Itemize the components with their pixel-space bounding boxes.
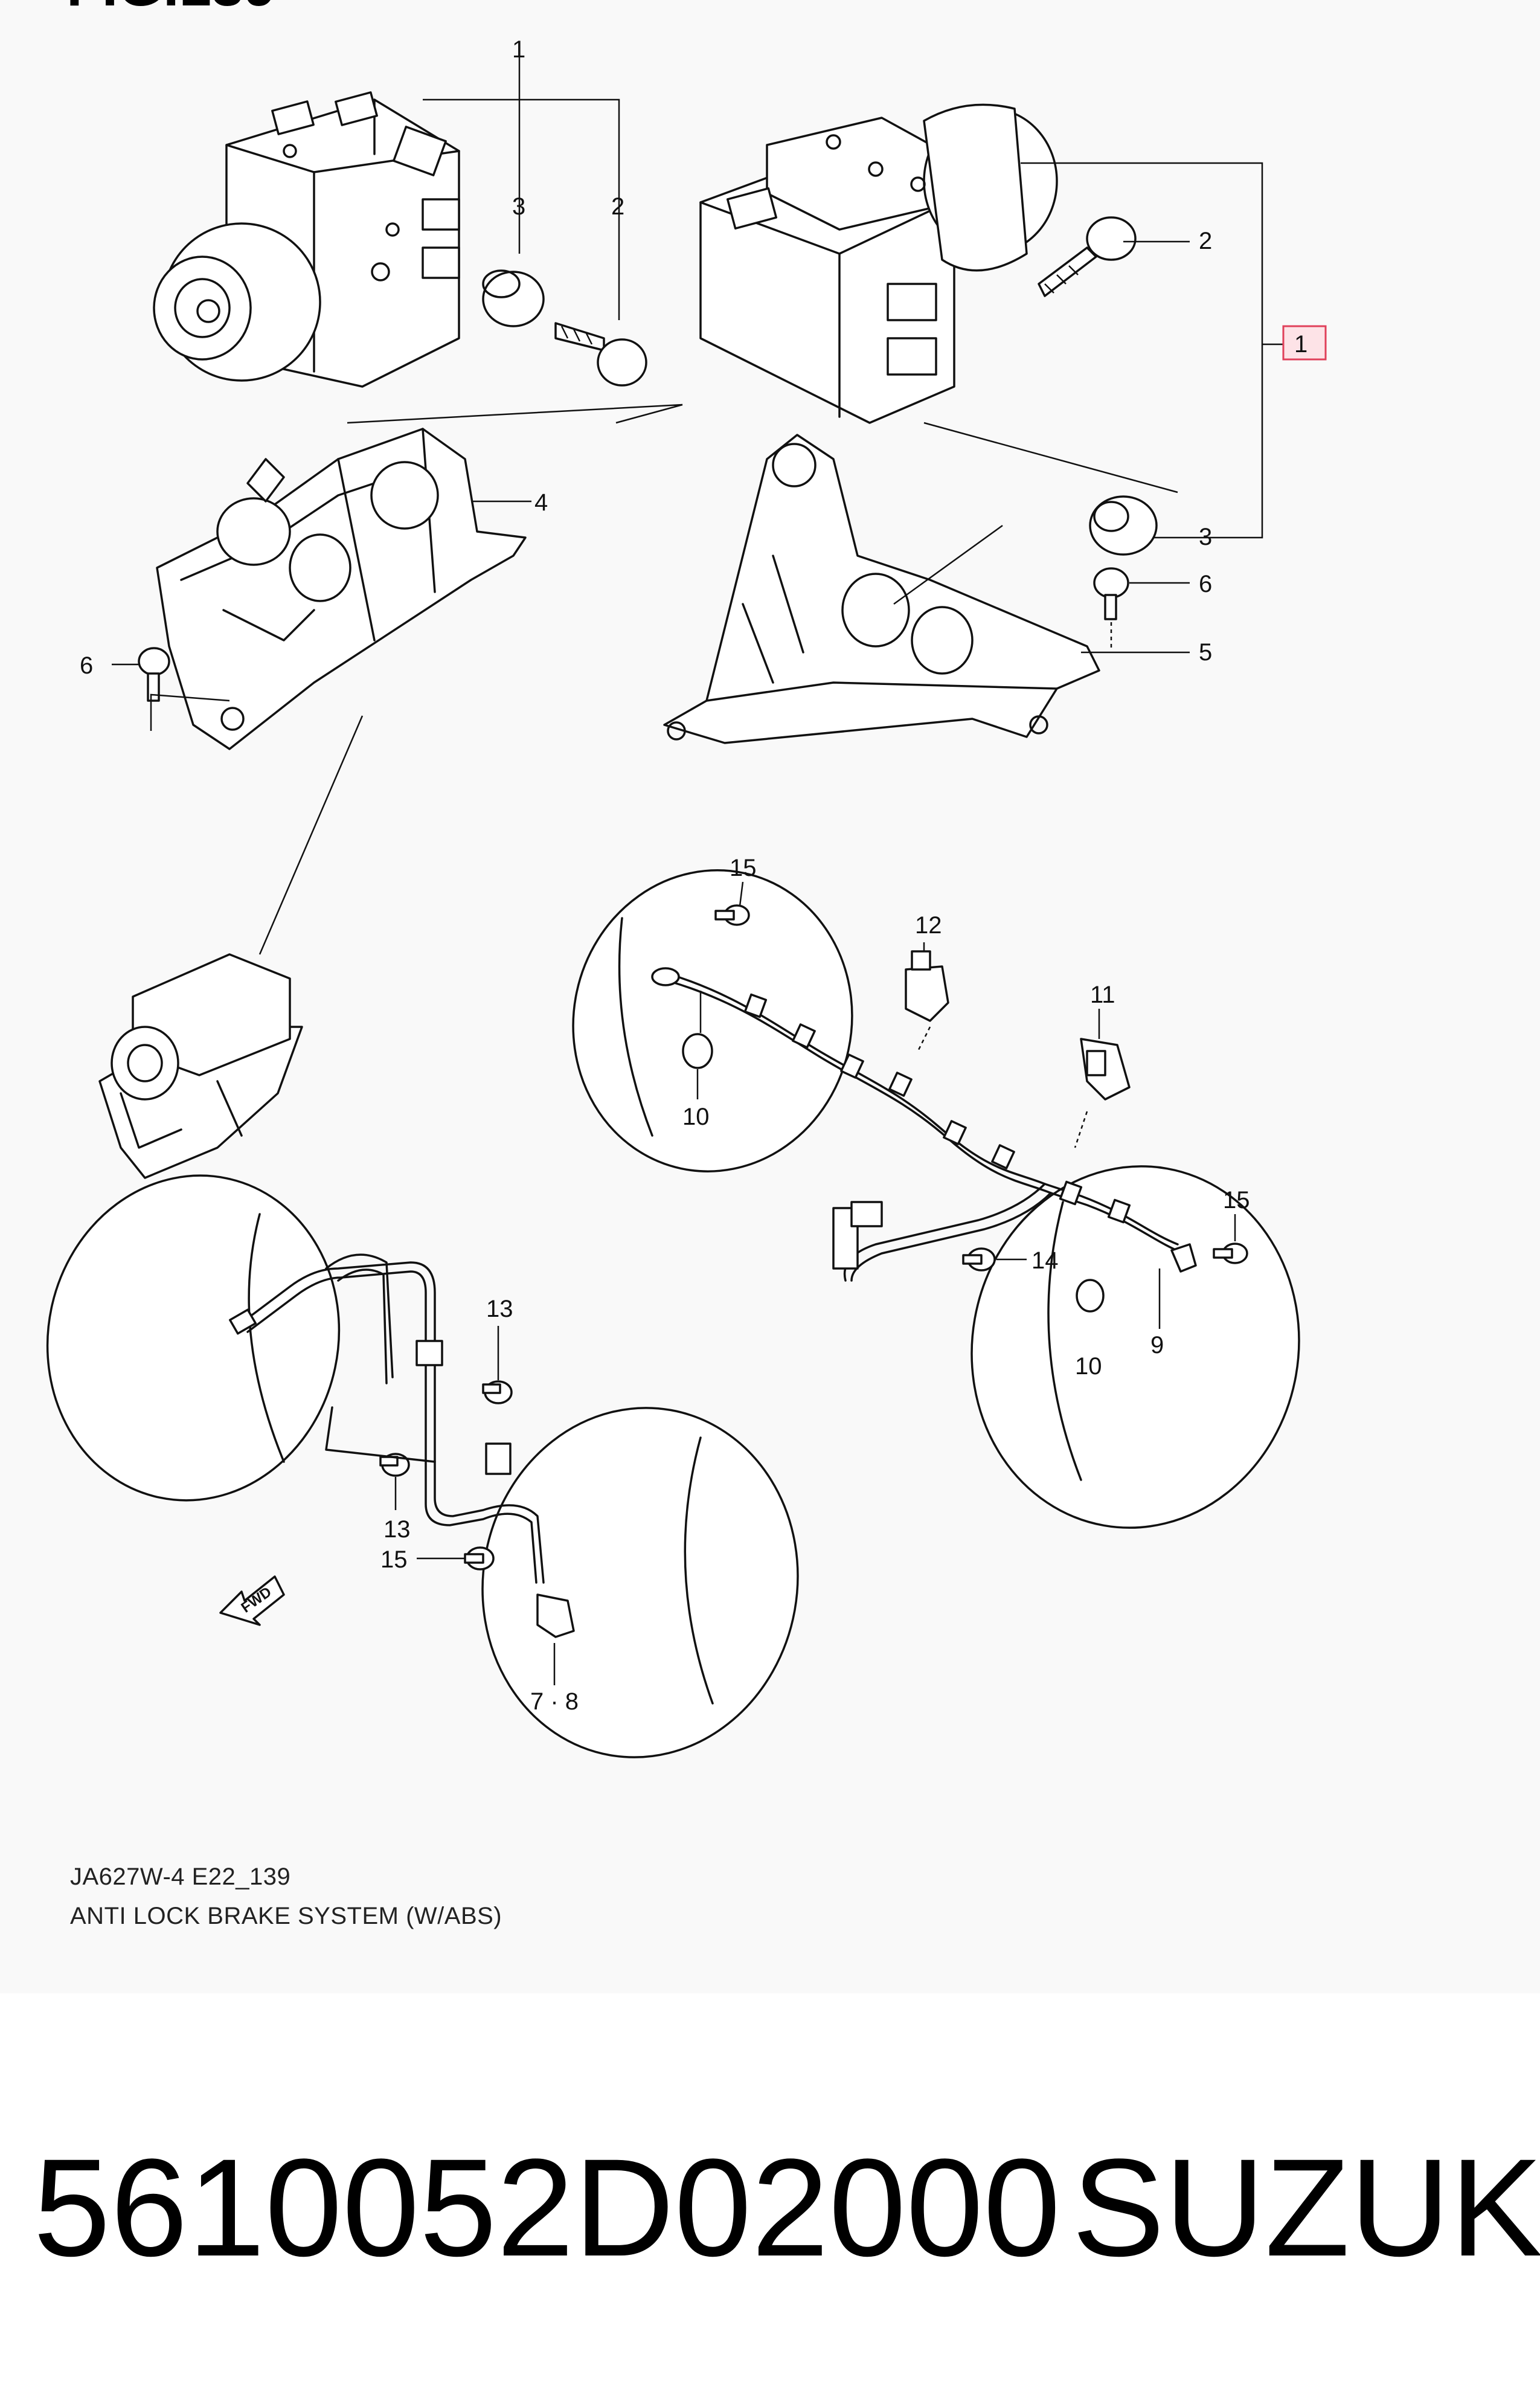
- o-ring-10-a: [682, 1033, 713, 1069]
- callout-7-8: 7 · 8: [530, 1688, 579, 1715]
- abs-actuator-right: [699, 103, 1058, 424]
- abs-assembly-small: [98, 953, 303, 1179]
- grommet-right: [1089, 495, 1158, 556]
- caption-title: ANTI LOCK BRAKE SYSTEM (W/ABS): [70, 1903, 502, 1929]
- abs-actuator-left: [153, 91, 460, 388]
- callout-1-right: 1: [1294, 331, 1307, 358]
- callout-9: 9: [1150, 1332, 1164, 1358]
- callout-3-right: 3: [1199, 524, 1212, 550]
- bracket-right: [663, 434, 1100, 744]
- callout-14: 14: [1031, 1247, 1059, 1274]
- bolt-15-b: [1213, 1243, 1248, 1264]
- callout-6-right: 6: [1199, 571, 1212, 597]
- bolt-right: [1038, 216, 1137, 297]
- highlight-box: [1282, 325, 1327, 361]
- tire-front-right: [572, 869, 853, 1172]
- callout-12: 12: [915, 912, 942, 939]
- grommet-left: [482, 269, 545, 327]
- bolt-13-b: [379, 1453, 410, 1477]
- callout-3-left: 3: [512, 193, 525, 220]
- callout-13-b: 13: [383, 1516, 411, 1543]
- caption-code: JA627W-4 E22_139: [70, 1863, 291, 1890]
- callout-1-top: 1: [512, 36, 525, 63]
- bracket-left: [156, 428, 527, 750]
- figure-label: FIG.139: [66, 0, 276, 19]
- parts-diagram: FWD 1 1 2 2 3 3 4 5 6 6 7 · 8 9 10 10 11…: [46, 36, 1327, 1758]
- bolt-15-c: [464, 1546, 495, 1571]
- screw-6-left: [138, 647, 170, 702]
- callout-15-c: 15: [380, 1546, 408, 1573]
- callout-11: 11: [1090, 982, 1115, 1008]
- tire-rear-left: [481, 1407, 799, 1758]
- callout-2-left: 2: [611, 193, 624, 220]
- callout-5: 5: [1199, 639, 1212, 666]
- callout-13-a: 13: [486, 1296, 513, 1322]
- callout-leaders: [394, 881, 1236, 1685]
- bolt-15-a: [714, 904, 750, 926]
- callout-15-a: 15: [730, 855, 757, 881]
- screw-6-right: [1093, 567, 1129, 620]
- callout-15-b: 15: [1223, 1187, 1250, 1214]
- tire-front-left: [46, 1174, 341, 1502]
- callout-6-left: 6: [80, 652, 93, 679]
- callout-10-a: 10: [682, 1104, 710, 1130]
- bolt-13-a: [482, 1380, 513, 1404]
- wheel-sensor-harness-front: [651, 967, 1197, 1282]
- bolt-14: [962, 1247, 996, 1272]
- callout-2-right: 2: [1199, 228, 1212, 254]
- brand-name: SUZUKI: [1072, 2130, 1540, 2285]
- fwd-arrow: FWD: [219, 1575, 285, 1626]
- callout-4: 4: [534, 489, 548, 516]
- clip-12: [905, 950, 949, 1022]
- callouts: 1 1 2 2 3 3 4 5 6 6 7 · 8 9 10 10 11 12 …: [80, 36, 1307, 1715]
- bolt-left: [554, 322, 647, 387]
- o-ring-10-b: [1076, 1279, 1105, 1313]
- sensor-connector-11: [1080, 1038, 1131, 1101]
- tire-rear-right: [971, 1165, 1300, 1529]
- part-number: 5610052D02000: [33, 2130, 1061, 2285]
- leader-lines: [112, 57, 1283, 955]
- callout-10-b: 10: [1075, 1353, 1102, 1380]
- wheel-sensor-harness-rear: [229, 1253, 575, 1638]
